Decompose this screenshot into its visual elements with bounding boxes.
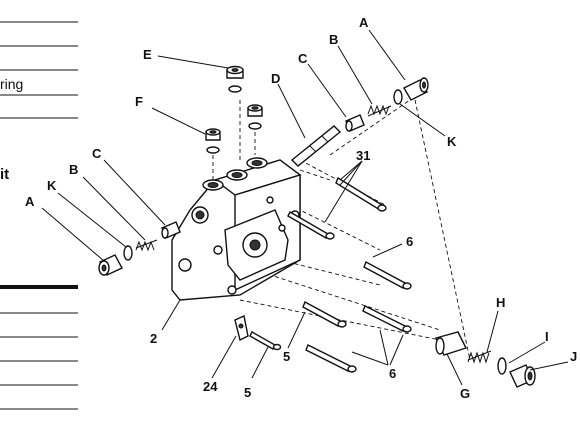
callout-F: F [135, 94, 143, 109]
callout-C-top: C [298, 51, 308, 66]
side-table-text-ring: ring [0, 76, 23, 92]
callout-D: D [271, 71, 280, 86]
leader-lines [41, 29, 569, 386]
valve-body [171, 157, 302, 301]
callout-C-left: C [92, 146, 102, 161]
o-ring-E [228, 85, 242, 93]
callout-H: H [496, 295, 505, 310]
bracket-24 [234, 315, 249, 342]
plug-E [226, 65, 244, 93]
side-table-text-it: it [0, 166, 9, 183]
callout-31: 31 [356, 148, 370, 163]
callout-labels: E F D C B A K 31 6 A K B C 2 24 5 5 6 G … [25, 15, 577, 401]
callout-6-bottom: 6 [389, 366, 396, 381]
callout-2: 2 [150, 331, 157, 346]
callout-6-top: 6 [406, 234, 413, 249]
spring-B-top [367, 104, 392, 117]
bolts-6 [302, 261, 412, 373]
callout-K-top: K [447, 134, 457, 149]
plug-third [247, 104, 263, 130]
callout-5-b: 5 [244, 385, 251, 400]
callout-I: I [545, 329, 549, 344]
callout-B-top: B [329, 32, 338, 47]
plug-F [205, 128, 221, 154]
plug-J [509, 364, 536, 388]
side-table: ring it [0, 21, 78, 410]
callout-5-a: 5 [283, 349, 290, 364]
callout-G: G [460, 386, 470, 401]
callout-J: J [570, 349, 577, 364]
callout-E: E [143, 47, 152, 62]
sleeve-C-left [161, 221, 181, 239]
bolts-31 [287, 176, 387, 240]
callout-B-left: B [69, 162, 78, 177]
callout-24: 24 [203, 379, 218, 394]
o-ring-I [497, 357, 507, 375]
side-table-heavy-rule [0, 285, 78, 289]
sleeve-C-top [345, 114, 365, 132]
o-ring-K-top [393, 89, 403, 105]
callout-A-top: A [359, 15, 369, 30]
plug-A-top [403, 77, 429, 101]
spool-D [290, 125, 342, 167]
callout-A-left: A [25, 194, 35, 209]
bolt-5 [249, 331, 282, 351]
plug-A-left [98, 254, 123, 276]
spring-B-left [135, 239, 158, 252]
o-ring-K-left [123, 245, 133, 261]
sleeve-G [435, 331, 467, 356]
callout-K-left: K [47, 178, 57, 193]
spring-H [467, 350, 492, 364]
